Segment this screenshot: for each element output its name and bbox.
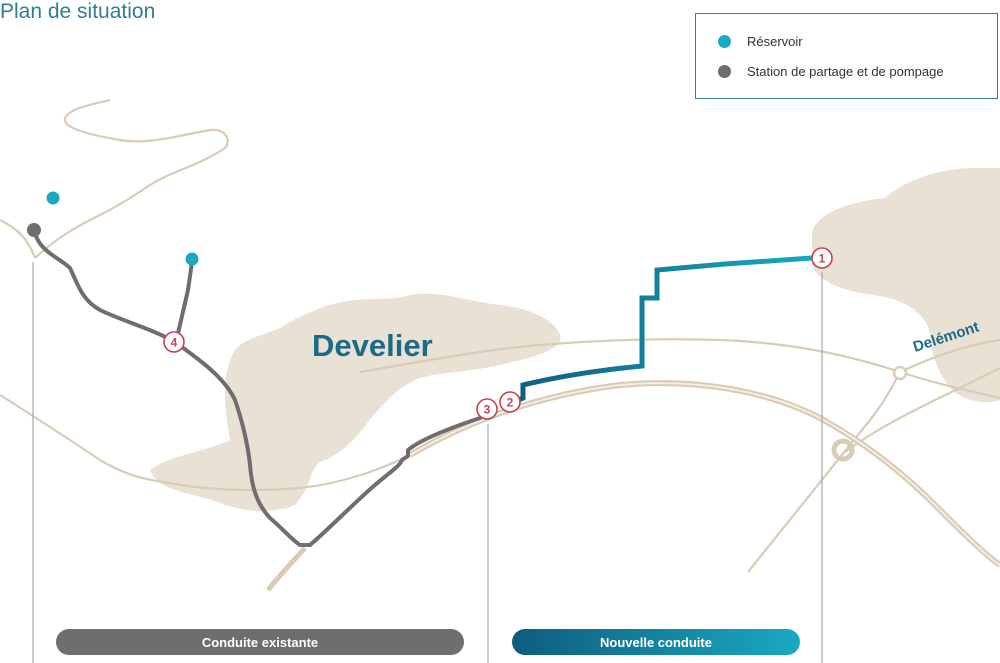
road-west xyxy=(0,394,411,492)
existing-pipe-main xyxy=(33,231,490,547)
reservoir-marker xyxy=(185,252,199,266)
svg-text:2: 2 xyxy=(507,396,514,410)
roundabout-north xyxy=(892,365,908,381)
legend-label: Réservoir xyxy=(747,34,803,49)
new-pipe xyxy=(510,255,813,406)
road-loop-north xyxy=(0,219,37,259)
svg-text:1: 1 xyxy=(819,252,826,266)
road-north-loop xyxy=(34,98,229,259)
reservoir-icon xyxy=(718,35,731,48)
place-label-develier: Develier xyxy=(312,328,433,363)
legend-label: Station de partage et de pompage xyxy=(747,64,944,79)
svg-text:3: 3 xyxy=(484,403,491,417)
marker-3: 3 xyxy=(476,398,498,420)
section-label-existing: Conduite existante xyxy=(56,629,464,655)
section-label-new: Nouvelle conduite xyxy=(512,629,800,655)
pumping-station-icon xyxy=(718,65,731,78)
reservoir-marker xyxy=(46,191,60,205)
legend-item-reservoir: Réservoir xyxy=(718,34,803,49)
road-main-east xyxy=(359,338,1000,400)
legend-item-station: Station de partage et de pompage xyxy=(718,64,944,79)
railway-band xyxy=(408,380,1000,568)
pumping-station-marker xyxy=(27,223,41,237)
railway-band-inner xyxy=(409,382,1000,566)
delemont-urban-area xyxy=(812,168,1000,403)
svg-text:4: 4 xyxy=(171,336,178,350)
marker-4: 4 xyxy=(163,331,185,353)
page-title: Plan de situation xyxy=(0,0,156,23)
map-legend: Réservoir Station de partage et de pompa… xyxy=(695,13,998,99)
existing-pipe-branch xyxy=(174,260,194,344)
road-diagonal-north xyxy=(844,367,1000,453)
roundabout-south xyxy=(831,438,855,462)
marker-1: 1 xyxy=(811,247,833,269)
road-diagonal-south xyxy=(747,371,901,573)
railway-band-west xyxy=(266,546,307,592)
develier-urban-area xyxy=(150,293,561,512)
marker-2: 2 xyxy=(499,391,521,413)
road-delemont-north xyxy=(899,338,1000,373)
